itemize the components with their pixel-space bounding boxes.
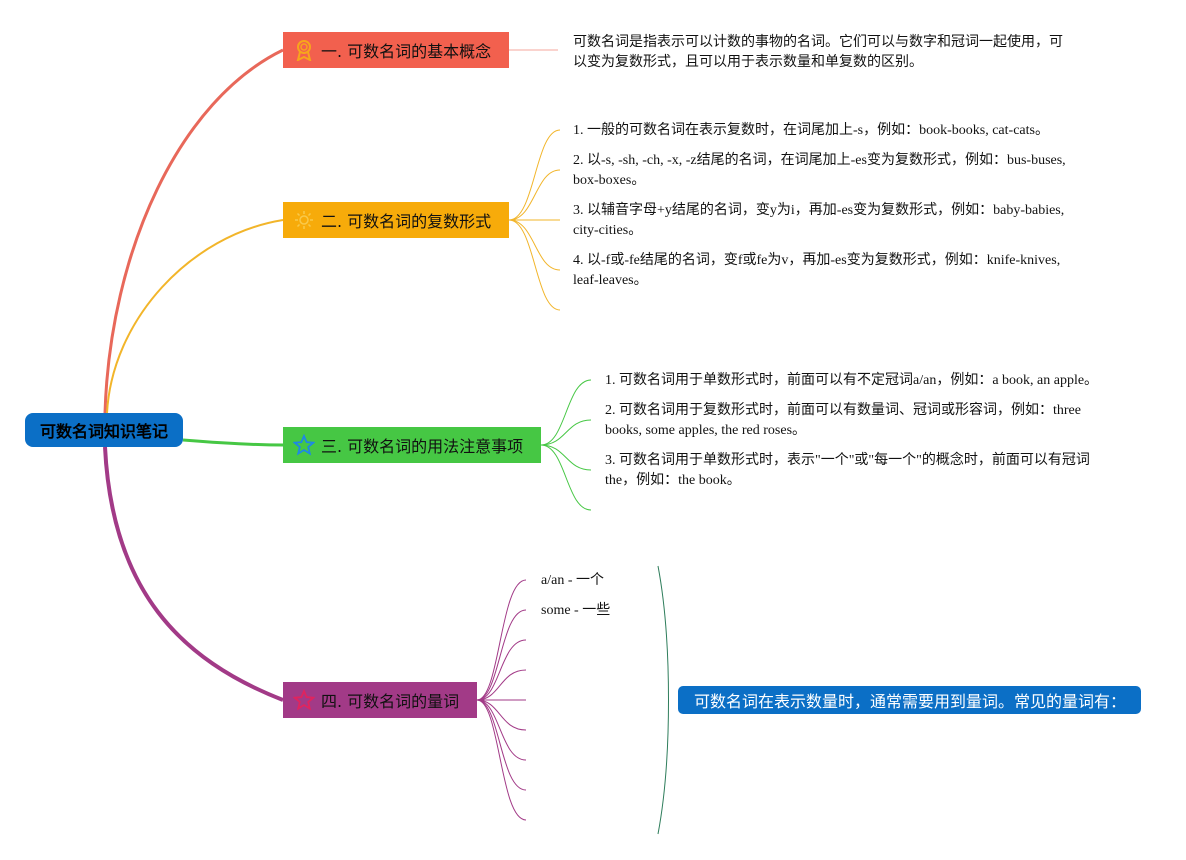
branch-basic-concept[interactable]: 一. 可数名词的基本概念 <box>283 32 509 68</box>
link-root-b2 <box>106 219 284 414</box>
award-ribbon-icon <box>293 39 315 61</box>
link-root-b1 <box>103 48 284 414</box>
leaf-usage-note-1[interactable]: 1. 可数名词用于单数形式时，前面可以有不定冠词a/an，例如：a book, … <box>605 373 1099 388</box>
leaf-plural-rule-4[interactable]: 4. 以-f或-fe结尾的名词，变f或fe为v，再加-es变为复数形式，例如：k… <box>573 253 1061 288</box>
links-b3-leaves <box>540 379 592 511</box>
links-b4-leaves <box>476 579 527 821</box>
link-root-b4 <box>103 446 284 702</box>
star-filled-icon <box>293 689 315 711</box>
branch-usage-notes[interactable]: 三. 可数名词的用法注意事项 <box>283 427 541 463</box>
branch-label: 二. 可数名词的复数形式 <box>321 212 492 231</box>
leaf-plural-rule-1[interactable]: 1. 一般的可数名词在表示复数时，在词尾加上-s，例如：book-books, … <box>573 123 1049 138</box>
leaf-measure-word-2[interactable]: some - 一些 <box>541 603 611 618</box>
leaf-plural-rule-3[interactable]: 3. 以辅音字母+y结尾的名词，变y为i，再加-es变为复数形式，例如：baby… <box>573 203 1065 238</box>
summary-bracket <box>657 565 669 835</box>
branch-plural-forms[interactable]: 二. 可数名词的复数形式 <box>283 202 509 238</box>
leaf-measure-word-1[interactable]: a/an - 一个 <box>541 573 604 588</box>
leaf-basic-definition[interactable]: 可数名词是指表示可以计数的事物的名词。它们可以与数字和冠词一起使用，可以变为复数… <box>573 34 1063 70</box>
sun-icon <box>293 209 315 231</box>
star-outline-icon <box>293 434 315 456</box>
branch-label: 一. 可数名词的基本概念 <box>321 42 492 61</box>
summary-measure-words[interactable]: 可数名词在表示数量时，通常需要用到量词。常见的量词有： <box>678 686 1141 714</box>
link-root-b3 <box>182 438 284 447</box>
leaf-usage-note-2[interactable]: 2. 可数名词用于复数形式时，前面可以有数量词、冠词或形容词，例如：three … <box>605 403 1081 438</box>
branch-measure-words[interactable]: 四. 可数名词的量词 <box>283 682 477 718</box>
links-b2-leaves <box>508 129 561 311</box>
branch-label: 四. 可数名词的量词 <box>321 692 460 711</box>
branch-label: 三. 可数名词的用法注意事项 <box>321 437 524 456</box>
root-topic[interactable]: 可数名词知识笔记 <box>25 413 183 447</box>
leaf-usage-note-3[interactable]: 3. 可数名词用于单数形式时，表示"一个"或"每一个"的概念时，前面可以有冠词t… <box>605 453 1090 488</box>
leaf-plural-rule-2[interactable]: 2. 以-s, -sh, -ch, -x, -z结尾的名词，在词尾加上-es变为… <box>573 153 1066 188</box>
